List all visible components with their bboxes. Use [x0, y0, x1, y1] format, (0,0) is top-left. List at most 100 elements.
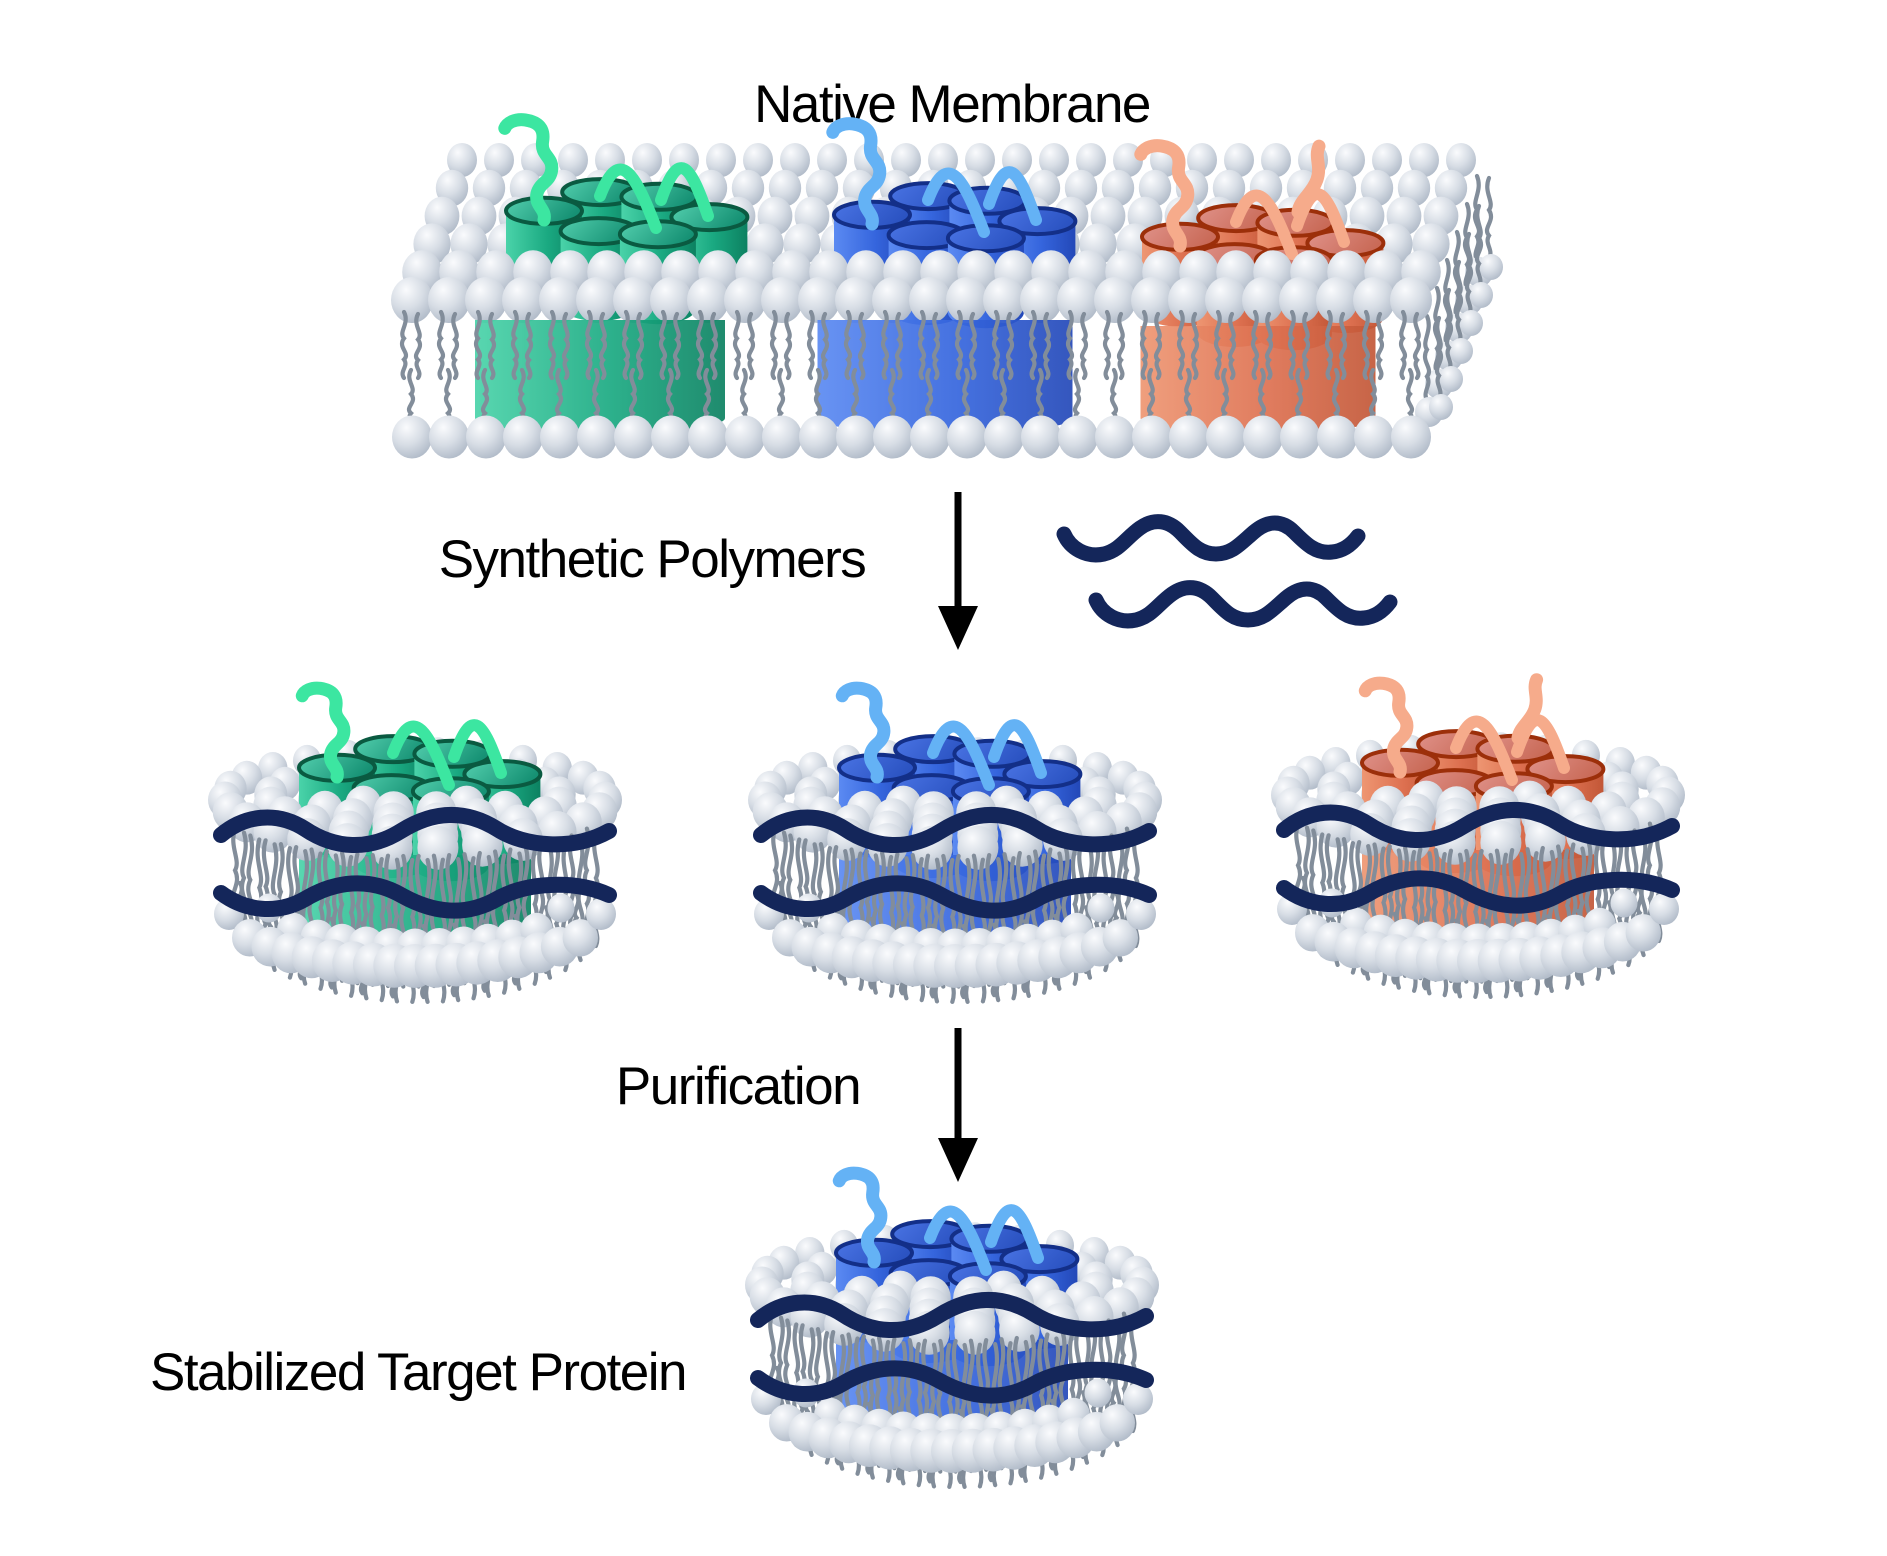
lipid-tail: [991, 309, 1001, 381]
lipid-head: [1372, 143, 1402, 177]
lipid-head: [503, 415, 543, 459]
lipid-head: [417, 825, 459, 870]
lipid-head: [1243, 415, 1283, 459]
lipid-tail: [1398, 309, 1408, 381]
lipid-head: [954, 1310, 996, 1355]
lipid-tail: [806, 309, 816, 381]
protein-transmembrane-body: [1140, 326, 1376, 434]
lipid-head: [547, 893, 575, 923]
lipid-head: [1316, 277, 1358, 323]
lipid-tail: [857, 311, 867, 381]
lipid-head: [1020, 277, 1062, 323]
stabilized-target-protein-label: Stabilized Target Protein: [150, 1343, 686, 1402]
lipid-head: [909, 277, 951, 323]
lipid-tail: [769, 309, 779, 381]
protein-squiggle: [1511, 673, 1544, 745]
lipid-head: [1169, 415, 1209, 459]
arrow-head: [938, 1138, 978, 1182]
lipid-tail: [598, 311, 608, 381]
lipid-head: [965, 143, 995, 177]
polymer-belt: [750, 1291, 1154, 1339]
synthetic-polymers-label: Synthetic Polymers: [439, 530, 866, 589]
lipid-head: [613, 277, 655, 323]
lipid-tail: [1102, 309, 1112, 381]
lipid-tail: [1454, 259, 1464, 345]
lipid-head: [1353, 277, 1395, 323]
lipid-head: [484, 143, 514, 177]
lipid-head: [1625, 914, 1662, 952]
lipid-tail: [1065, 309, 1075, 381]
lipid-head: [743, 143, 773, 177]
lipid-tail: [1375, 311, 1385, 381]
lipid-head: [706, 143, 736, 177]
lipid-tail: [524, 311, 534, 381]
polymer-belt: [753, 875, 1157, 919]
lipid-tail: [1301, 311, 1311, 381]
lipid-head: [1279, 277, 1321, 323]
lipid-head: [1057, 277, 1099, 323]
protein-loop: [1230, 189, 1298, 260]
lipid-head: [558, 143, 588, 177]
lipid-head: [836, 415, 876, 459]
lipid-head: [1459, 310, 1483, 336]
lipid-head: [1084, 1378, 1112, 1408]
lipid-head: [1094, 277, 1136, 323]
protein-loop: [927, 720, 995, 791]
lipid-head: [1126, 898, 1156, 930]
lipid-head: [576, 277, 618, 323]
lipid-head: [1354, 415, 1394, 459]
protein-squiggle: [295, 681, 351, 784]
lipid-tail: [880, 309, 890, 381]
lipid-tail: [672, 311, 682, 381]
nanodisc-green-protein: [208, 681, 622, 1004]
lipid-tail: [621, 309, 631, 381]
lipid-tail: [968, 311, 978, 381]
lipid-tail: [1422, 313, 1432, 403]
lipid-tail: [561, 311, 571, 381]
lipid-tail: [450, 311, 460, 381]
protein-loop: [448, 719, 507, 779]
lipid-head: [1439, 366, 1463, 392]
lipid-tail: [1484, 175, 1494, 261]
lipid-head: [891, 143, 921, 177]
lipid-head: [502, 277, 544, 323]
lipid-head: [428, 277, 470, 323]
lipid-head: [577, 415, 617, 459]
protein-squiggle: [1291, 139, 1326, 219]
lipid-tail: [1464, 231, 1474, 317]
polymer-belt: [1276, 801, 1680, 849]
lipid-tail: [1250, 309, 1260, 381]
nanodisc-blue-protein: [748, 681, 1162, 1004]
lipid-head: [957, 825, 999, 870]
lipid-tail: [510, 309, 520, 381]
lipid-tail: [413, 311, 423, 381]
protein-squiggle: [835, 681, 891, 784]
lipid-head: [1187, 143, 1217, 177]
lipid-head: [1649, 893, 1679, 925]
lipid-head: [1449, 338, 1473, 364]
lipid-tail: [783, 311, 793, 381]
lipid-head: [562, 919, 598, 957]
lipid-head: [1409, 143, 1439, 177]
lipid-head: [466, 415, 506, 459]
lipid-head: [1206, 415, 1246, 459]
lipid-tail: [894, 311, 904, 381]
lipid-head: [984, 415, 1024, 459]
lipid-head: [1610, 888, 1638, 918]
lipid-tail: [1213, 309, 1223, 381]
lipid-head: [910, 415, 950, 459]
lipid-head: [1280, 415, 1320, 459]
lipid-tail: [1434, 315, 1444, 401]
polymer-belt: [1276, 870, 1680, 914]
lipid-head: [429, 415, 469, 459]
lipid-tail: [746, 311, 756, 381]
lipid-tail: [1361, 309, 1371, 381]
lipid-head: [873, 415, 913, 459]
lipid-tail: [1227, 311, 1237, 381]
lipid-head: [1132, 415, 1172, 459]
lipid-tail: [1176, 309, 1186, 381]
lipid-head: [1205, 277, 1247, 323]
lipid-tail: [1474, 203, 1484, 289]
lipid-head: [586, 898, 616, 930]
